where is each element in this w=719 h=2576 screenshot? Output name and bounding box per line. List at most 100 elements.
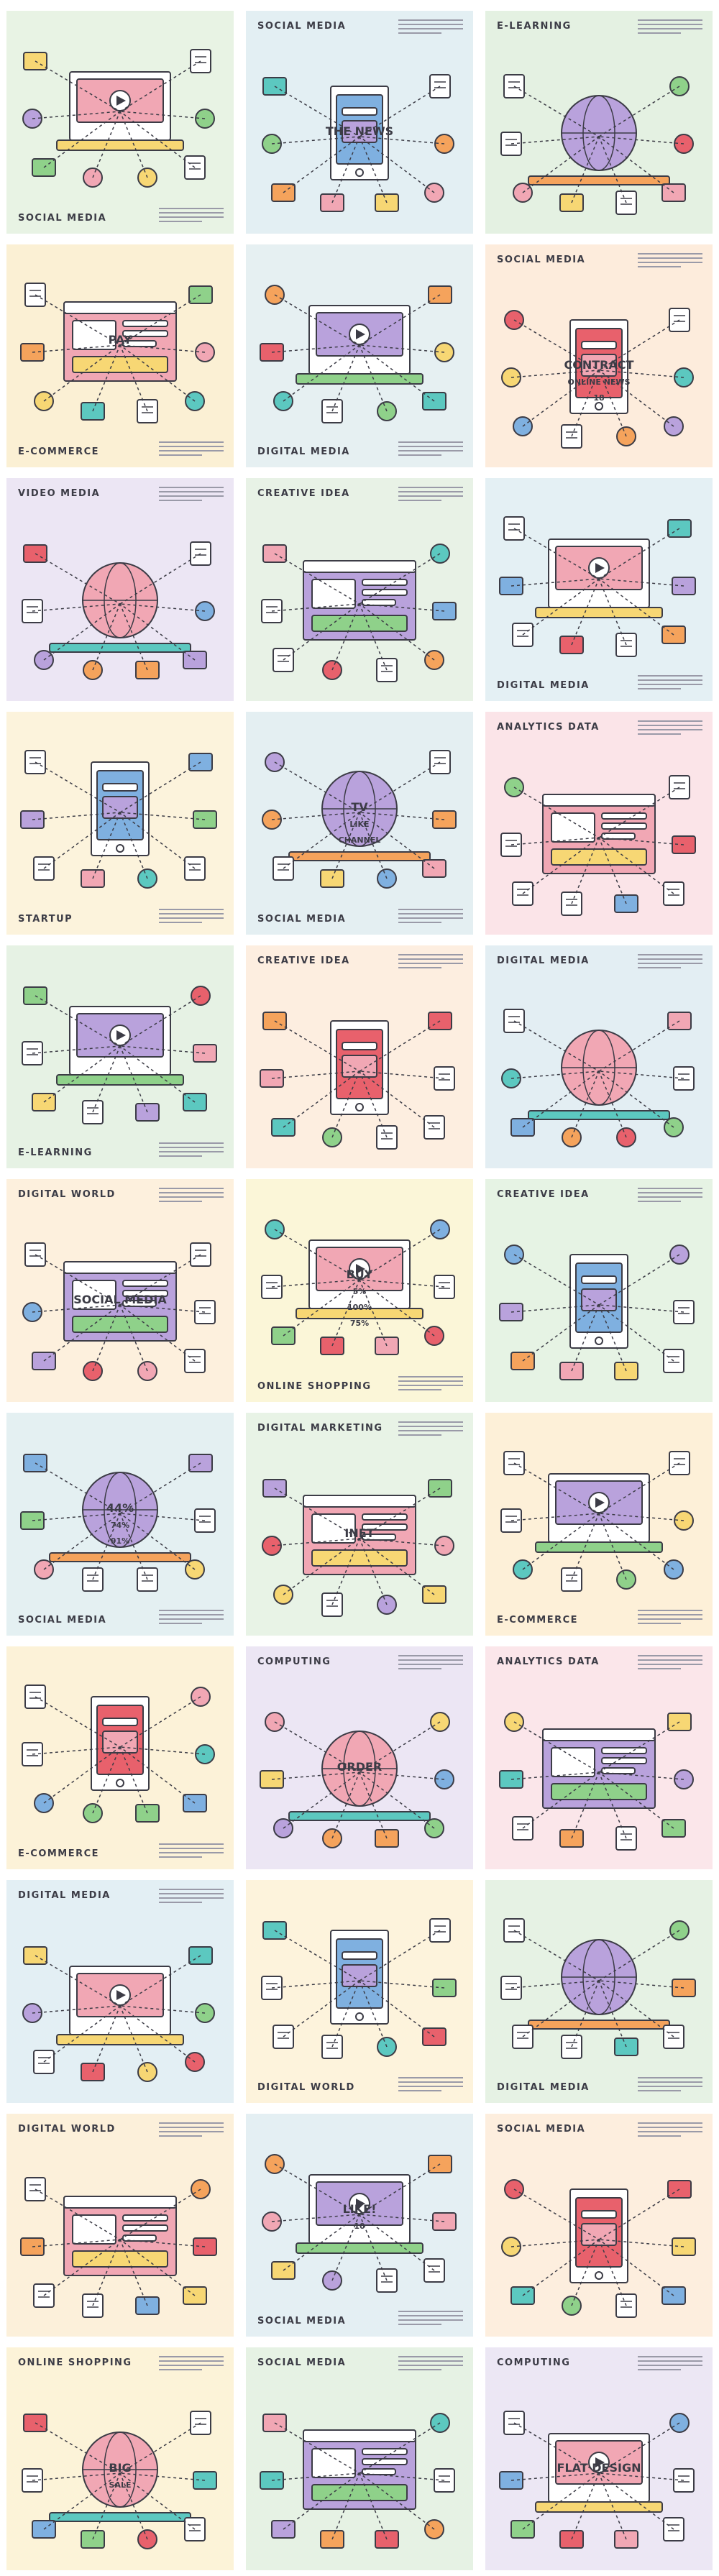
illustration-tile: 44%74%91%SOCIAL MEDIA bbox=[6, 1413, 234, 1636]
connector-line bbox=[598, 136, 684, 145]
inner-label: BIG bbox=[109, 2461, 131, 2475]
connector-line bbox=[359, 1538, 388, 1605]
tile-title: E-LEARNING bbox=[18, 1147, 93, 1158]
books-tablet-icon bbox=[260, 285, 454, 423]
connector-line bbox=[598, 2239, 684, 2247]
illustration-tile: DIGITAL MEDIA bbox=[485, 1880, 713, 2103]
tile-title: VIDEO MEDIA bbox=[18, 488, 101, 499]
connector-line bbox=[598, 1721, 680, 1773]
connector-line bbox=[274, 553, 360, 605]
text-line bbox=[122, 1280, 168, 1287]
connector-line bbox=[119, 2188, 201, 2240]
image-panel bbox=[311, 2448, 356, 2478]
connector-line bbox=[571, 1304, 600, 1372]
connector-line bbox=[522, 837, 600, 894]
connector-line bbox=[598, 2422, 680, 2474]
browser-toolbar bbox=[63, 1261, 177, 1274]
connector-line bbox=[359, 2163, 441, 2215]
illustration-tile: DIGITAL MEDIA bbox=[485, 478, 713, 701]
connector-line bbox=[274, 294, 360, 346]
web-layout-icon bbox=[22, 49, 215, 188]
base-bar bbox=[49, 2512, 191, 2522]
connector-line bbox=[359, 761, 441, 813]
connector-line bbox=[571, 2239, 600, 2306]
text-line bbox=[362, 2448, 408, 2455]
tile-title: E-COMMERCE bbox=[18, 446, 100, 457]
connector-line bbox=[598, 1071, 627, 1138]
connector-line bbox=[274, 1229, 360, 1280]
connector-line bbox=[522, 1071, 600, 1128]
connector-line bbox=[359, 294, 441, 346]
home-button-icon bbox=[355, 168, 364, 177]
connector-line bbox=[598, 2472, 684, 2481]
connector-line bbox=[119, 2239, 206, 2247]
illustration-tile: ANALYTICS DATA bbox=[485, 712, 713, 935]
connector-line bbox=[119, 2005, 196, 2063]
inner-label: 5% bbox=[353, 1287, 367, 1296]
tile-title: SOCIAL MEDIA bbox=[257, 2357, 347, 2368]
connector-line bbox=[359, 2214, 388, 2281]
hand-phone-icon bbox=[260, 2413, 455, 2549]
connector-line bbox=[43, 1045, 121, 1103]
connector-line bbox=[598, 1254, 680, 1306]
text-block bbox=[102, 1718, 138, 1726]
tile-title: SOCIAL MEDIA bbox=[497, 255, 586, 265]
connector-line bbox=[359, 1071, 388, 1138]
decorative-text-lines bbox=[159, 1843, 224, 1861]
connector-line bbox=[119, 1254, 201, 1306]
connector-line bbox=[359, 1980, 445, 1989]
tile-title: SOCIAL MEDIA bbox=[18, 1615, 107, 1626]
connector-line bbox=[92, 2005, 121, 2073]
connector-line bbox=[522, 1513, 600, 1570]
home-button-icon bbox=[116, 1779, 124, 1787]
connector-line bbox=[43, 2005, 121, 2063]
connector-line bbox=[119, 2005, 206, 2014]
connector-line bbox=[598, 2472, 627, 2540]
connector-line bbox=[359, 812, 388, 879]
footer-panel bbox=[311, 1549, 408, 1567]
map-rocket-icon bbox=[20, 750, 217, 889]
text-block bbox=[342, 107, 377, 116]
decorative-text-lines bbox=[398, 1655, 463, 1672]
connector-line bbox=[119, 1045, 196, 1103]
connector-line bbox=[119, 1955, 201, 2007]
connector-line bbox=[43, 2239, 121, 2296]
connector-line bbox=[92, 1045, 121, 1113]
connector-line bbox=[119, 995, 201, 1047]
inner-label: THE NEWS bbox=[326, 124, 393, 138]
image-block bbox=[581, 1288, 617, 1311]
illustration-tile: DIGITAL WORLD bbox=[246, 1880, 473, 2103]
inner-label: CONTRACT bbox=[564, 358, 633, 372]
text-line bbox=[601, 812, 647, 820]
decorative-text-lines bbox=[398, 2077, 463, 2094]
connector-line bbox=[331, 812, 360, 879]
footer-panel bbox=[551, 1783, 647, 1800]
connector-line bbox=[92, 812, 121, 879]
connector-line bbox=[35, 294, 121, 346]
chat-pie-icon bbox=[499, 516, 696, 657]
connector-line bbox=[119, 2005, 148, 2073]
footer-panel bbox=[72, 2250, 168, 2268]
connector-line bbox=[283, 1771, 360, 1829]
laptop-mug-icon bbox=[20, 2177, 217, 2318]
inner-label: 100% bbox=[347, 1303, 372, 1312]
flat-design-icon: FLAT DESIGN bbox=[499, 2411, 695, 2549]
connector-line bbox=[331, 136, 360, 203]
target-cursor-icon bbox=[261, 1918, 457, 2059]
base-bar bbox=[288, 1811, 431, 1821]
illustration-tile: SOCIAL MEDIA bbox=[246, 2347, 473, 2570]
illustration-tile: CREATIVE IDEA bbox=[246, 478, 473, 701]
connector-line bbox=[598, 1980, 674, 2038]
connector-line bbox=[283, 1279, 360, 1337]
inner-label: 74% bbox=[111, 1521, 129, 1530]
browser-toolbar bbox=[303, 1495, 416, 1508]
tile-title: CREATIVE IDEA bbox=[497, 1189, 590, 1200]
connector-line bbox=[119, 1746, 196, 1804]
inner-label: ONLINE NEWS bbox=[568, 377, 631, 387]
inner-label: 75% bbox=[350, 1319, 369, 1328]
connector-line bbox=[119, 344, 206, 353]
